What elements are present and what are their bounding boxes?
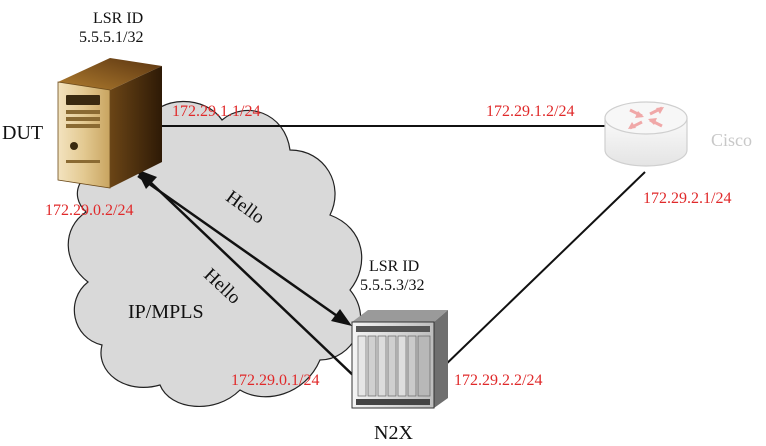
dut-ip-top: 172.29.1.1/24 — [172, 103, 261, 120]
n2x-name: N2X — [374, 422, 413, 444]
cisco-ip-bottom: 172.29.2.1/24 — [643, 190, 732, 207]
n2x-ip-right: 172.29.2.2/24 — [454, 372, 543, 389]
cisco-ip-left: 172.29.1.2/24 — [486, 103, 575, 120]
dut-ip-bottom: 172.29.0.2/24 — [45, 202, 134, 219]
hello-arrow-lower — [136, 169, 357, 379]
dut-lsr-title: LSR ID — [93, 10, 144, 27]
cisco-name: Cisco — [711, 130, 753, 150]
cloud-label: IP/MPLS — [128, 301, 204, 323]
cisco-router-icon — [604, 101, 688, 167]
hello-arrow-upper — [137, 174, 352, 326]
n2x-lsr-title: LSR ID — [369, 258, 420, 275]
n2x-tester-icon — [351, 310, 448, 409]
dut-name: DUT — [2, 122, 44, 144]
n2x-ip-left: 172.29.0.1/24 — [231, 372, 320, 389]
link-cisco-n2x — [439, 171, 646, 371]
n2x-lsr-id: 5.5.5.3/32 — [360, 277, 425, 294]
dut-server-icon — [57, 58, 162, 189]
dut-lsr-id: 5.5.5.1/32 — [79, 29, 144, 46]
